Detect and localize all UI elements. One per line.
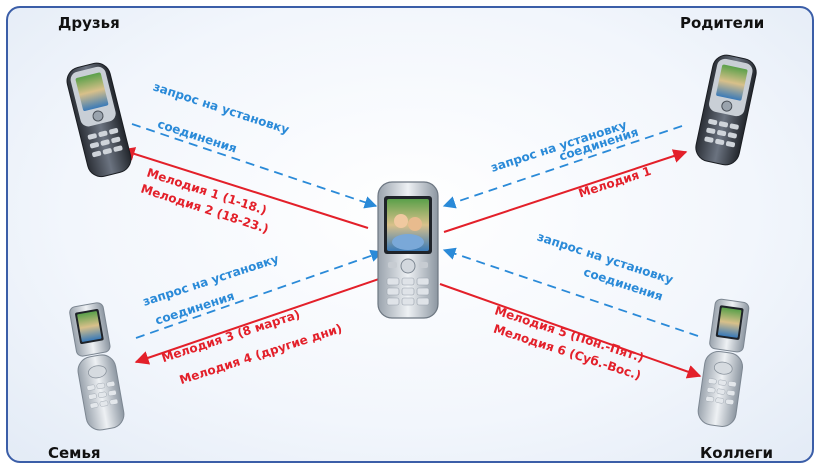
parents-phone-icon — [695, 54, 757, 166]
group-label-parents: Родители — [680, 14, 765, 32]
request-arrow-parents — [442, 125, 683, 209]
group-label-family: Семья — [48, 444, 101, 462]
group-label-friends: Друзья — [58, 14, 120, 32]
colleagues-phone-icon — [697, 298, 750, 427]
group-label-colleagues: Коллеги — [700, 444, 774, 462]
melody-arrow-parents — [443, 149, 688, 233]
request-arrow-family — [135, 249, 384, 339]
melody-arrow-family — [134, 277, 383, 365]
melody-arrow-colleagues — [439, 283, 702, 379]
melody-arrow-friends — [120, 147, 369, 229]
friends-phone-icon — [66, 62, 132, 178]
request-arrow-friends — [131, 123, 378, 209]
center-phone-icon — [377, 181, 439, 319]
family-phone-icon — [69, 302, 125, 431]
melody-label-parents-1: Мелодия 1 — [577, 164, 653, 201]
